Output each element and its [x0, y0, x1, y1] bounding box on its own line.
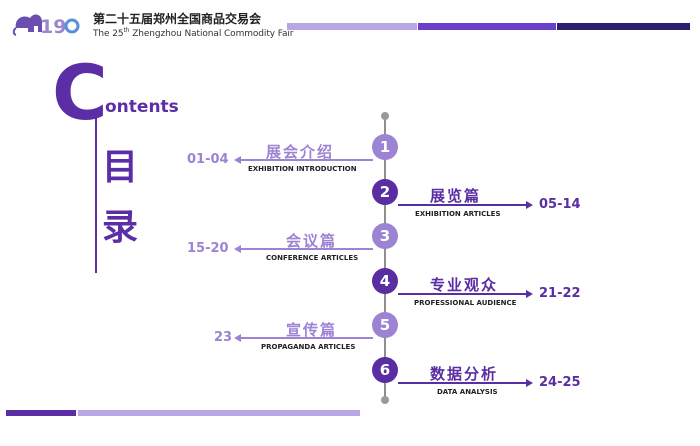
fair-logo: 19: [10, 6, 90, 40]
header-bar-light: [287, 23, 417, 30]
item-pages-2: 05-14: [539, 197, 581, 212]
item-number-5[interactable]: 5: [372, 312, 398, 338]
arrow-line-1: [240, 159, 373, 161]
item-title-3[interactable]: 会议篇: [286, 232, 338, 250]
timeline-top-dot: [381, 112, 389, 120]
item-title-4[interactable]: 专业观众: [430, 276, 499, 294]
timeline-bottom-dot: [381, 396, 389, 404]
arrow-line-6: [398, 382, 526, 384]
arrow-line-4: [398, 293, 526, 295]
arrow-line-5: [240, 337, 373, 339]
item-subtitle-1: EXHIBITION INTRODUCTION: [248, 165, 357, 173]
item-number-4[interactable]: 4: [372, 268, 398, 294]
item-subtitle-2: EXHIBITION ARTICLES: [415, 210, 501, 218]
item-pages-6: 24-25: [539, 375, 581, 390]
item-subtitle-5: PROPAGANDA ARTICLES: [261, 343, 356, 351]
title-divider: [95, 113, 97, 273]
item-pages-5: 23: [214, 330, 233, 345]
item-subtitle-4: PROFESSIONAL AUDIENCE: [414, 299, 517, 307]
item-pages-4: 21-22: [539, 286, 581, 301]
item-number-2[interactable]: 2: [372, 179, 398, 205]
arrow-head-1: [234, 156, 241, 164]
item-subtitle-6: DATA ANALYSIS: [437, 388, 498, 396]
header-title-cn: 第二十五届郑州全国商品交易会: [93, 12, 262, 26]
contents-heading: ontents: [105, 97, 179, 117]
arrow-head-3: [234, 245, 241, 253]
item-title-5[interactable]: 宣传篇: [286, 321, 338, 339]
contents-big-letter: C: [52, 48, 108, 137]
footer-bar-light: [78, 410, 360, 416]
item-number-3[interactable]: 3: [372, 223, 398, 249]
arrow-head-4: [526, 290, 533, 298]
arrow-head-2: [526, 201, 533, 209]
item-title-2[interactable]: 展览篇: [430, 187, 482, 205]
item-number-1[interactable]: 1: [372, 134, 398, 160]
arrow-line-2: [398, 204, 526, 206]
arrow-line-3: [240, 248, 373, 250]
svg-text:19: 19: [40, 16, 66, 38]
arrow-head-6: [526, 379, 533, 387]
header-bar-navy: [557, 23, 690, 30]
mulu-heading: 目 录: [102, 147, 139, 248]
header-title-en: The 25th Zhengzhou National Commodity Fa…: [93, 27, 294, 39]
arrow-head-5: [234, 334, 241, 342]
footer-bar-dark: [6, 410, 76, 416]
item-title-1[interactable]: 展会介绍: [266, 143, 335, 161]
item-pages-1: 01-04: [187, 152, 229, 167]
item-title-6[interactable]: 数据分析: [430, 365, 499, 383]
timeline-line: [384, 118, 386, 400]
header-bar-dark: [418, 23, 556, 30]
item-pages-3: 15-20: [187, 241, 229, 256]
item-subtitle-3: CONFERENCE ARTICLES: [266, 254, 359, 262]
item-number-6[interactable]: 6: [372, 357, 398, 383]
